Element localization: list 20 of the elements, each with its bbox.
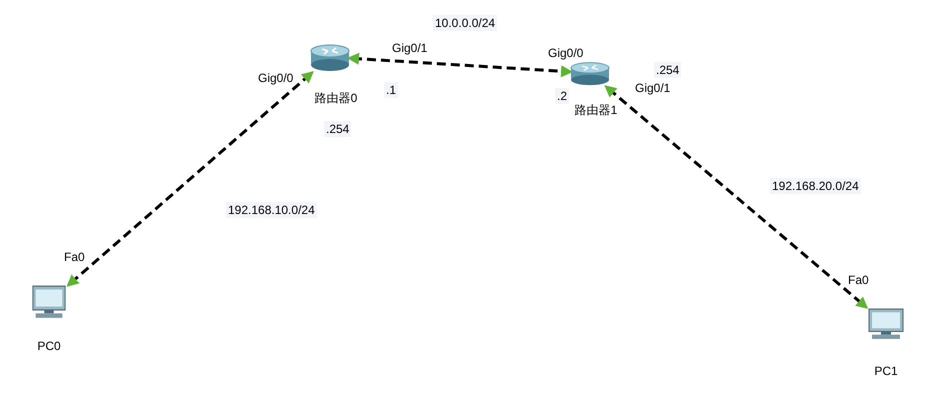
- port-name: Fa0: [847, 272, 870, 288]
- port-name: Gig0/0: [257, 70, 294, 86]
- device-name: 路由器1: [574, 102, 618, 119]
- device-name: PC1: [873, 364, 899, 378]
- interface-address: .1: [384, 82, 398, 98]
- device-name: PC0: [36, 339, 62, 353]
- interface-address: .2: [555, 88, 570, 104]
- network-link: [66, 71, 314, 287]
- interface-address: .254: [324, 121, 352, 137]
- interface-address: .254: [654, 62, 682, 78]
- network-address: 192.168.20.0/24: [770, 178, 861, 194]
- network-link: [604, 85, 868, 309]
- network-address: 192.168.10.0/24: [226, 202, 317, 218]
- network-link: [347, 52, 573, 78]
- port-name: Gig0/1: [634, 80, 672, 96]
- port-name: Gig0/0: [547, 45, 584, 61]
- port-name: Gig0/1: [391, 40, 428, 56]
- device-name: 路由器0: [314, 90, 358, 107]
- port-name: Fa0: [63, 249, 86, 265]
- network-address: 10.0.0.0/24: [433, 15, 498, 31]
